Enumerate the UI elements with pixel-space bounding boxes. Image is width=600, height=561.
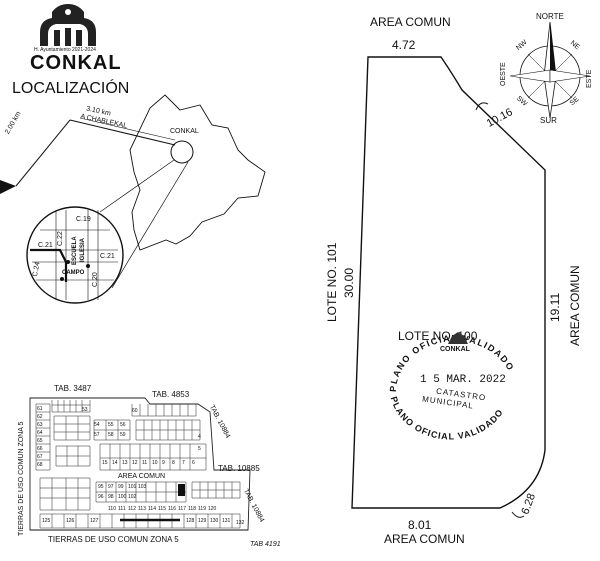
localizacion-title: LOCALIZACIÓN [12,80,130,97]
lot-number: 54 [94,422,100,428]
stamp-logo-name: CONKAL [440,346,470,353]
lot-number: 119 [198,506,206,512]
inset-street-c21-right: C.21 [100,253,115,260]
compass-south: SUR [540,116,557,125]
lot-number: 112 [128,506,136,512]
lot-number: 110 [108,506,116,512]
lot-top-dim: 4.72 [392,38,416,52]
tab-4853-label: TAB. 4853 [152,390,190,399]
inset-landmark-campo: CAMPO [62,270,85,276]
lot-number: 68 [37,462,43,468]
lot-number: 15 [102,460,108,466]
lot-left-dim: 30.00 [342,267,356,298]
lot-bottom-label: AREA COMUN [384,532,465,546]
subdivision-area-comun-label: AREA COMUN [118,473,166,480]
lot-number: 129 [198,518,207,524]
compass-north: NORTE [536,12,564,21]
lot-number: 99 [118,484,124,490]
compass-east: ESTE [586,69,593,88]
lot-number: 130 [210,518,219,524]
compass-icon [509,21,591,119]
lot-number: 59 [120,432,126,438]
lot-number-grid: 61 62 63 64 65 66 67 68 53 54 55 56 57 5… [0,0,290,561]
lot-number: 58 [108,432,114,438]
compass-west: OESTE [500,62,507,86]
lot-top-label: AREA COMUN [370,15,451,29]
lot-right-label: AREA COMUN [568,265,582,346]
lot-number: 57 [94,432,100,438]
tab-3487-label: TAB. 3487 [54,384,92,393]
lot-number: 61 [37,406,43,412]
lot-number: 10 [152,460,158,466]
lot-number: 115 [158,506,166,512]
conkal-logo: H. Ayuntamiento 2021-2024 CONKAL [28,0,121,75]
lot-number: 120 [208,506,217,512]
lot-number: 100 [118,494,127,500]
lot-left-label: LOTE NO. 101 [325,242,339,322]
lot-number: 14 [112,460,118,466]
temple-emblem-icon [40,4,96,46]
lot-number: 96 [98,494,104,500]
zone-bottom-label: TIERRAS DE USO COMUN ZONA 5 [48,535,179,544]
lot-right-dim: 19.11 [548,292,562,322]
lot-number: 118 [188,506,196,512]
location-map [0,94,266,304]
lot-number: 128 [186,518,195,524]
lot-number: 8 [172,460,175,466]
lot-number: 116 [168,506,176,512]
lot-bottom-dim: 8.01 [408,518,432,532]
inset-street-c21-left: C.21 [38,242,53,249]
admin-period-text: H. Ayuntamiento 2021-2024 [34,47,96,53]
lot-number: 103 [138,484,147,490]
validation-stamp: PLANO OFICIAL VALIDADO PLANO OFICIAL VAL… [378,322,528,442]
lot-number: 6 [192,460,195,466]
inset-street-c19: C.19 [76,216,91,223]
lot-number: 98 [108,494,114,500]
lot-number: 53 [82,407,88,413]
lot-number: 95 [98,484,104,490]
lot-number: 127 [90,518,99,524]
logo-name: CONKAL [30,52,122,74]
lot-number: 113 [138,506,146,512]
lot-number: 102 [128,494,137,500]
lot-number: 111 [118,506,126,512]
lot-number: 4 [198,434,201,440]
town-label: CONKAL [170,128,199,135]
lot-number: 65 [37,438,43,444]
lot-number: 12 [132,460,138,466]
lot-number: 131 [222,518,231,524]
lot-number: 11 [142,460,148,466]
lot-number: 132 [236,520,245,526]
lot-number: 64 [37,430,43,436]
lot-number: 101 [128,484,137,490]
compass-rose: NORTE SUR ESTE OESTE NE NW SE SW [500,8,600,128]
lot-number: 117 [178,506,186,512]
lot-number: 60 [132,408,138,414]
lot-plan-outline [351,56,546,518]
stamp-date: 1 5 MAR. 2022 [420,374,506,386]
lot-number: 13 [122,460,128,466]
subdivision-plan [29,397,251,531]
lot-number: 62 [37,414,43,420]
lot-number: 66 [37,446,43,452]
lot-number: 55 [108,422,114,428]
lot-number: 114 [148,506,156,512]
lot-number: 97 [108,484,114,490]
lot-number: 67 [37,454,43,460]
lot-number: 63 [37,422,43,428]
tab-4191-label: TAB 4191 [250,541,281,548]
lot-number: 9 [162,460,165,466]
lot-number: 125 [42,518,51,524]
lot-number: 5 [198,446,201,452]
lot-number: 126 [66,518,75,524]
lot-number: 56 [120,422,126,428]
lot-number: 7 [182,460,185,466]
tab-10885-label: TAB. 10885 [218,464,260,473]
